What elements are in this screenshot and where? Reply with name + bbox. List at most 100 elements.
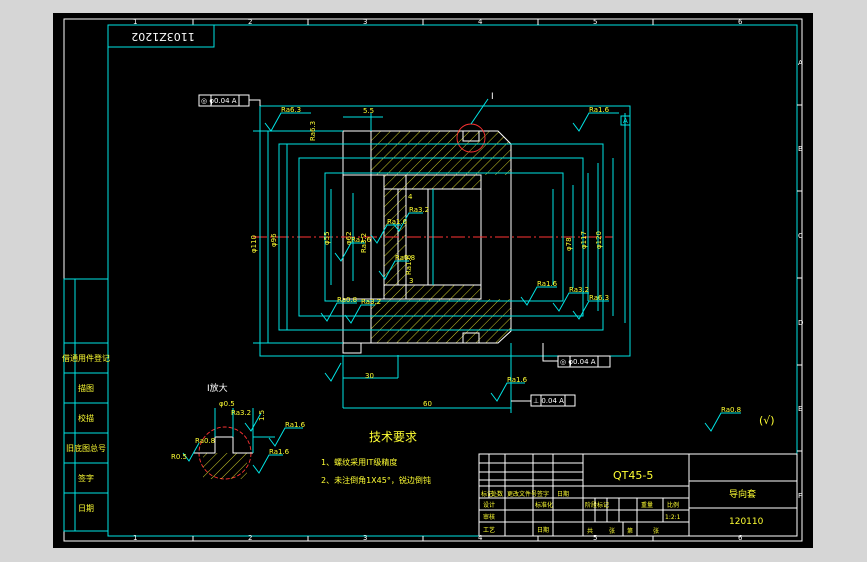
col-label-4: 4 (478, 18, 483, 26)
dim-right-a: φ78 (565, 237, 573, 251)
dim-bottom-b: 60 (423, 400, 432, 408)
col-label-6: 6 (738, 18, 743, 26)
border-column-ticks (192, 19, 802, 541)
roughness-5: Ra3.2 (569, 286, 589, 294)
roughness-2: Ra0.8 (337, 296, 357, 304)
drawing-number-box (107, 24, 215, 48)
sheet-label-0: 共 (587, 527, 593, 535)
roughness-4: Ra1.6 (537, 280, 558, 288)
detail-dim-4: Ra1.6 (269, 448, 290, 456)
role-1: 标准化 (535, 501, 553, 509)
col-label-4-bottom: 4 (478, 534, 483, 542)
roughness-13: Ra6.3 (309, 121, 317, 141)
strip-label-2: 校描 (78, 413, 94, 423)
drawing-number: 1103Z1202 (131, 30, 195, 43)
roughness-10: Ra0.8 (395, 254, 415, 262)
col-label-6-bottom: 6 (738, 534, 743, 542)
row-label-f: F (798, 492, 802, 500)
col-label-1: 1 (133, 18, 137, 26)
role-0: 设计 (483, 501, 495, 509)
dim-bottom-a: 30 (365, 372, 374, 380)
strip-label-5: 日期 (78, 504, 94, 513)
tolerance-text-0: ◎ φ0.04 A (201, 97, 237, 105)
stage-label: 阶段标记 (585, 501, 609, 509)
dim-right-b: φ117 (580, 231, 588, 249)
title-block-grid (478, 453, 798, 537)
roughness-14: Ra3.2 (360, 233, 368, 253)
roughness-symbols (264, 112, 741, 432)
hatch-inner-bottom (406, 285, 481, 299)
role-4: 日期 (537, 526, 549, 534)
dim-inner-3: 3 (409, 277, 413, 285)
dim-left-mid: φ96 (270, 233, 278, 247)
roughness-note: (√) (759, 414, 775, 427)
roughness-7: Ra1.6 (507, 376, 528, 384)
role-3: 工艺 (483, 526, 495, 534)
rev-header-2: 更改文件号 (507, 490, 537, 498)
dim-right-e: φ62 (345, 231, 353, 245)
hatch-bottom (371, 299, 511, 343)
part-name-label: 导向套 (729, 488, 756, 500)
detail-view (182, 408, 303, 480)
hatch-top (371, 131, 511, 175)
cad-drawing: 1 2 3 4 5 6 1 2 3 4 5 6 A B C D E F 1103… (62, 18, 803, 542)
dim-inner-4: 4 (408, 193, 413, 201)
rev-header-3: 签字 (537, 490, 549, 498)
row-label-a: A (798, 59, 803, 67)
roughness-11: Ra1.6 (387, 218, 408, 226)
detail-title: I放大 (207, 382, 228, 394)
roughness-1: Ra1.6 (589, 106, 610, 114)
dim-right-d: φ55 (323, 231, 331, 245)
scale-value: 1:2:1 (665, 514, 681, 521)
weight-label: 重量 (641, 501, 653, 509)
col-label-5: 5 (593, 18, 597, 26)
row-label-e: E (798, 405, 802, 413)
dimension-lines (253, 105, 631, 413)
hatch-inner-top (406, 175, 481, 189)
roughness-12: Ra3.2 (409, 206, 429, 214)
row-label-b: B (798, 145, 803, 153)
dim-top-small: 5.5 (363, 107, 374, 115)
part-code-label: 120110 (729, 517, 764, 527)
row-label-d: D (798, 319, 803, 327)
strip-label-1: 描图 (78, 383, 94, 393)
tech-title: 技术要求 (369, 430, 417, 444)
left-strip-table (63, 278, 109, 532)
roughness-8: Ra0.8 (721, 406, 741, 414)
roughness-0: Ra6.3 (281, 106, 301, 114)
roughness-9: Ra1.6 (351, 236, 372, 244)
role-2: 审核 (483, 513, 495, 521)
detail-dim-6: Ra1.6 (285, 421, 306, 429)
tolerance-text-2: ⊥ 0.04 A (533, 397, 564, 405)
roughness-15: Ra1.6 (405, 254, 413, 275)
col-label-2-bottom: 2 (248, 534, 252, 542)
sheet-label-2: 第 (627, 527, 633, 535)
detail-dim-2: R0.5 (171, 453, 187, 461)
roughness-6: Ra6.3 (589, 294, 609, 302)
col-label-3: 3 (363, 18, 367, 26)
rev-header-1: 处数 (491, 490, 503, 498)
rev-header-0: 标记 (481, 490, 493, 498)
detail-marker-label: I (491, 92, 494, 102)
col-label-2: 2 (248, 18, 252, 26)
col-label-5-bottom: 5 (593, 534, 597, 542)
strip-label-4: 签字 (78, 473, 94, 483)
detail-dim-3: Ra0.8 (195, 437, 215, 445)
datum-label: A (623, 117, 628, 125)
detail-dim-1: 1.5 (258, 410, 266, 421)
row-label-c: C (798, 232, 803, 240)
sheet-label-3: 张 (653, 527, 659, 535)
detail-dim-0: φ0.5 (219, 400, 235, 408)
detail-dim-5: Ra3.2 (231, 409, 251, 417)
dim-right-c: φ120 (595, 231, 603, 249)
drawing-viewport[interactable]: 1 2 3 4 5 6 1 2 3 4 5 6 A B C D E F 1103… (53, 13, 813, 548)
tech-item-0: 1、螺纹采用IT级精度 (321, 457, 397, 467)
sheet-label-1: 张 (609, 527, 615, 535)
strip-label-3: 旧底图总号 (66, 443, 106, 453)
material-label: QT45-5 (613, 469, 653, 482)
col-label-3-bottom: 3 (363, 534, 367, 542)
col-label-1-bottom: 1 (133, 534, 137, 542)
scale-label: 比例 (667, 501, 679, 509)
tolerance-text-1: ◎ φ0.04 A (560, 358, 596, 366)
strip-label-0: 借通用件登记 (62, 353, 110, 363)
